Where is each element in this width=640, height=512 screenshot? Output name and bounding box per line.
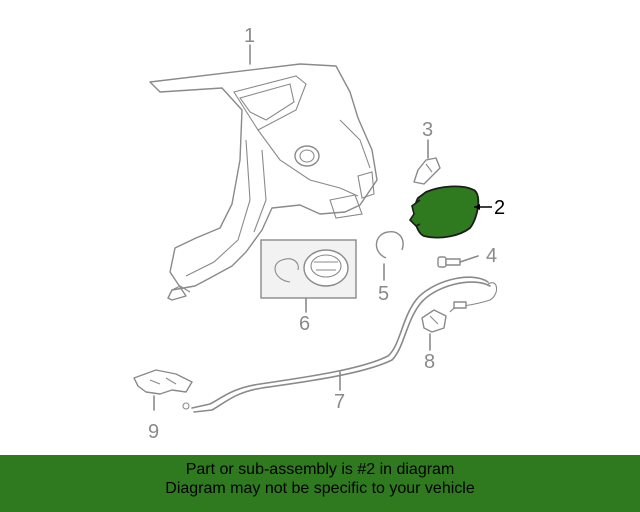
release-cable-part-7[interactable]	[191, 276, 498, 413]
fuel-cap-kit-part-6[interactable]	[260, 239, 357, 299]
cable-guide-part-8[interactable]	[421, 309, 447, 333]
callout-8: 8	[424, 351, 435, 373]
release-lever-part-9[interactable]	[133, 369, 193, 410]
parts-diagram: 1 2 3 4 5 6 7	[133, 25, 505, 443]
banner-line-disclaimer: Diagram may not be specific to your vehi…	[165, 480, 475, 497]
callout-4: 4	[486, 245, 497, 267]
fuel-door-part-2[interactable]	[408, 185, 480, 239]
callout-2: 2	[494, 197, 505, 219]
leader-line-4	[459, 255, 479, 263]
leader-arrow-2	[474, 204, 480, 210]
info-banner: Part or sub-assembly is #2 in diagram Di…	[0, 455, 640, 512]
callout-3: 3	[422, 119, 433, 141]
bolt-part-4[interactable]	[437, 256, 461, 268]
hinge-part-3[interactable]	[413, 157, 441, 185]
callout-7: 7	[334, 391, 345, 413]
callout-5: 5	[378, 283, 389, 305]
callout-6: 6	[299, 313, 310, 335]
clip-part-5[interactable]	[375, 231, 404, 259]
callout-1: 1	[244, 25, 255, 47]
quarter-panel-part-1[interactable]	[149, 63, 378, 301]
banner-line-part-number: Part or sub-assembly is #2 in diagram	[185, 461, 455, 478]
callout-9: 9	[148, 421, 159, 443]
